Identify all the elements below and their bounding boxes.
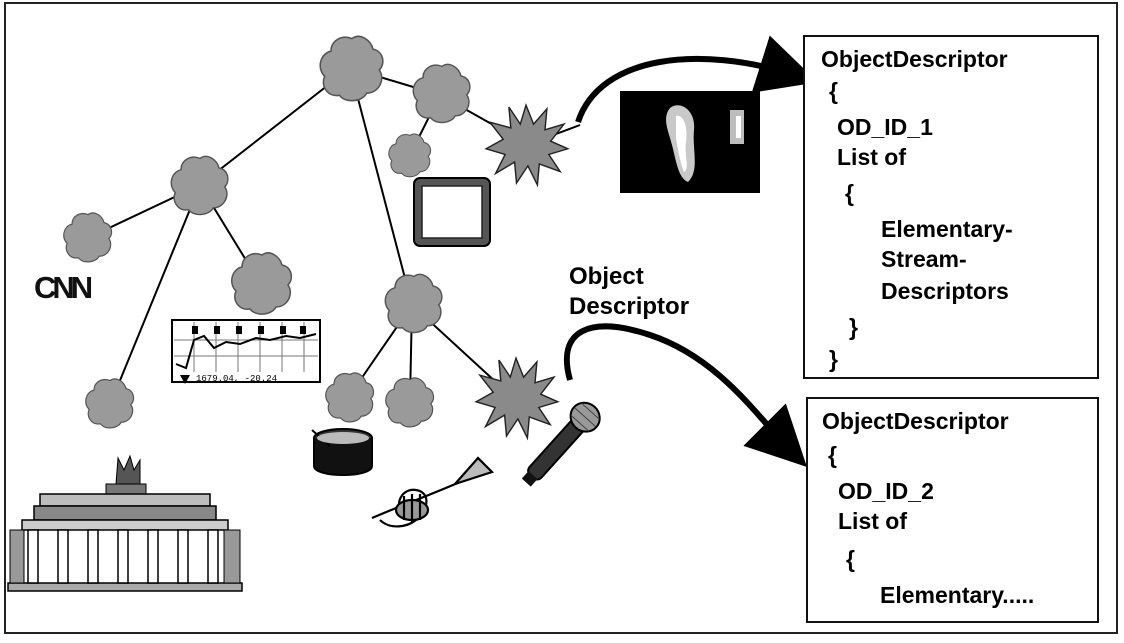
trumpet-icon	[371, 456, 495, 528]
od1-line-3: OD_ID_1	[837, 114, 933, 140]
chart-ticker-text: 1679.04, -20.24	[196, 374, 277, 384]
object-descriptor-label-line-1: Object	[569, 263, 644, 290]
scene-node-icon	[63, 212, 113, 263]
od2-line-4: List of	[838, 508, 907, 534]
od2-line-2: {	[828, 442, 837, 468]
cnn-logo: CNN	[34, 270, 93, 305]
scene-node-icon	[85, 378, 135, 429]
od2-line-3: OD_ID_2	[838, 478, 934, 504]
microphone-icon	[521, 401, 601, 487]
od1-line-10: }	[829, 346, 838, 372]
tree-edges	[89, 67, 581, 401]
scene-node-icon	[170, 155, 229, 216]
od2-line-1: ObjectDescriptor	[822, 408, 1009, 434]
od1-line-4: List of	[837, 144, 906, 170]
od2-line-5: {	[846, 546, 855, 572]
media-bursts	[475, 104, 569, 439]
scene-node-icon	[325, 372, 375, 423]
edge-left-gate	[111, 184, 201, 401]
od1-line-8: Descriptors	[881, 278, 1009, 304]
scene-node-icon	[385, 377, 435, 428]
od1-line-2: {	[829, 78, 838, 104]
scene-node-icon	[388, 133, 432, 178]
stock-chart-icon: 1679.04, -20.24	[171, 319, 321, 384]
object-descriptor-label-line-2: Descriptor	[569, 293, 690, 320]
od1-line-5: {	[845, 180, 854, 206]
drum-icon	[311, 428, 373, 476]
od1-line-7: Stream-	[881, 246, 967, 272]
tv-monitor-icon	[413, 177, 491, 247]
object-descriptor-box-1: ObjectDescriptor { OD_ID_1 List of { Ele…	[803, 35, 1099, 379]
od1-line-6: Elementary-	[881, 216, 1013, 242]
od1-line-9: }	[849, 314, 858, 340]
od2-line-6: Elementary.....	[880, 582, 1035, 608]
scene-node-icon	[230, 252, 293, 315]
scene-node-icon	[319, 35, 384, 102]
scene-node-icon	[412, 63, 471, 124]
scene-node-icon	[384, 273, 443, 334]
od1-line-1: ObjectDescriptor	[821, 46, 1008, 72]
media-object-burst-icon	[475, 357, 559, 439]
brandenburg-gate-icon	[7, 454, 243, 592]
video-frame-icon	[620, 91, 760, 193]
object-descriptor-box-2: ObjectDescriptor { OD_ID_2 List of { Ele…	[806, 397, 1099, 623]
media-object-burst-icon	[485, 104, 569, 186]
edge-root-audio	[349, 67, 413, 306]
arrow-to-descriptor-1	[575, 35, 818, 123]
arrow-to-descriptor-2	[563, 323, 807, 467]
